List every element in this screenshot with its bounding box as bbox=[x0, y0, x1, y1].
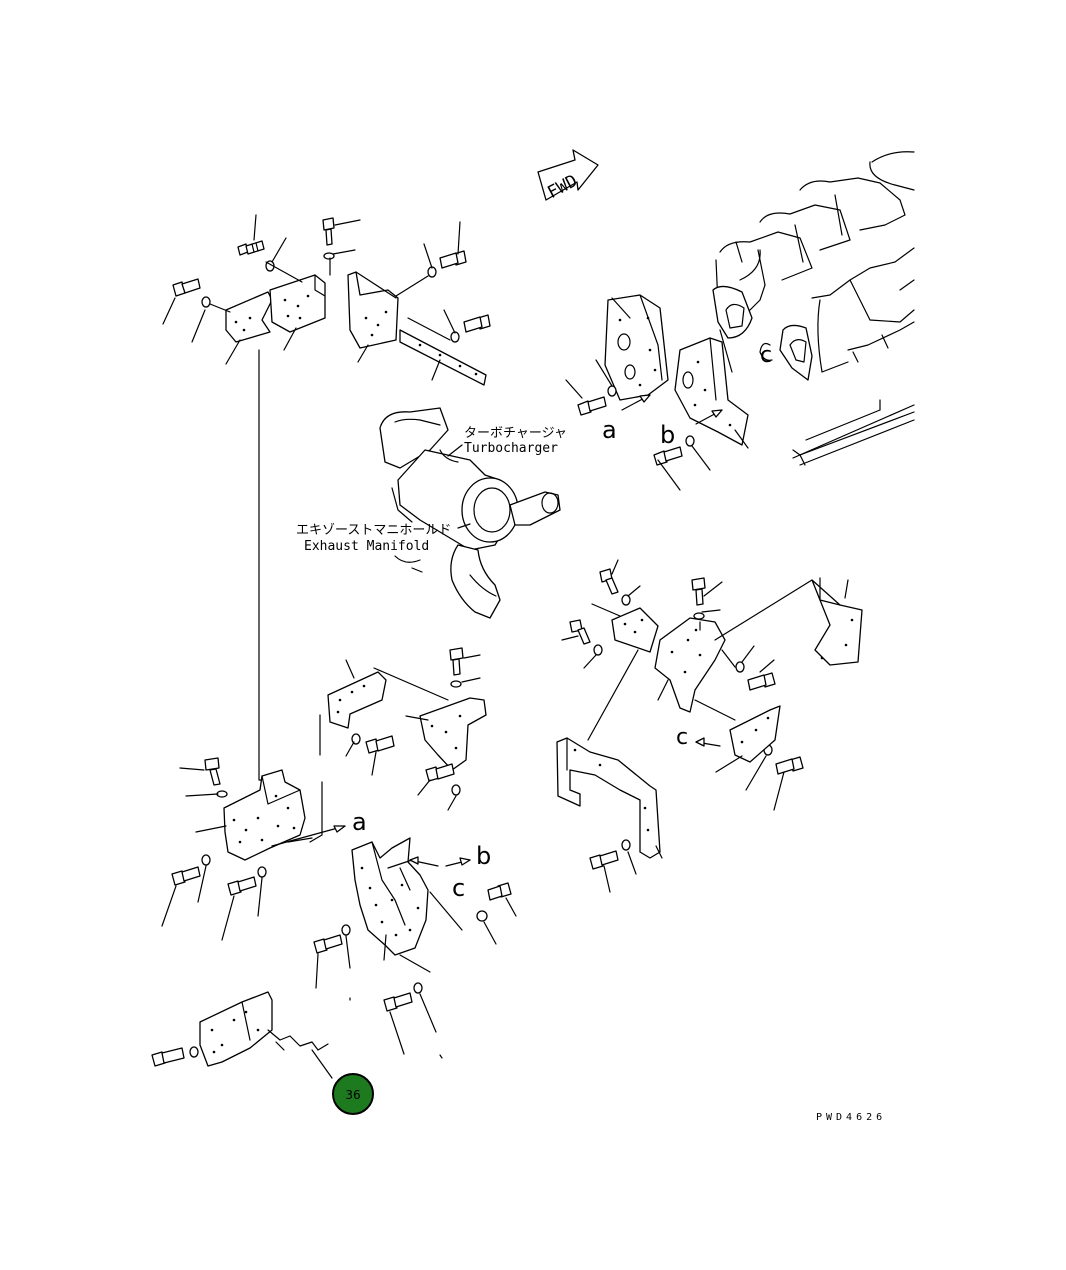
bolt bbox=[653, 446, 683, 466]
bolt bbox=[204, 757, 221, 786]
bolt bbox=[227, 876, 257, 896]
ref-label-b: b bbox=[660, 421, 675, 449]
bolt bbox=[172, 278, 201, 297]
bolt bbox=[151, 1047, 185, 1067]
center-bottom-bracket: b c bbox=[313, 837, 517, 1059]
bolt bbox=[425, 763, 455, 782]
ref-label-a: a bbox=[602, 416, 617, 444]
exhaust-manifold-label-en: Exhaust Manifold bbox=[304, 539, 429, 554]
bolt bbox=[365, 735, 395, 754]
bolt bbox=[747, 672, 776, 691]
bolt bbox=[599, 568, 619, 595]
bolt bbox=[313, 934, 343, 954]
ref-label-c-right: c bbox=[676, 725, 688, 750]
bottom-left-assembly bbox=[151, 991, 333, 1079]
drawing-number: PWD4626 bbox=[816, 1112, 886, 1123]
center-lower-brackets bbox=[319, 647, 487, 811]
callout-circle[interactable] bbox=[332, 1073, 374, 1115]
middle-right-brackets: a b c bbox=[565, 294, 772, 491]
top-bracket-assembly bbox=[162, 214, 491, 781]
turbocharger bbox=[379, 407, 561, 619]
bolt bbox=[439, 250, 467, 269]
bolt bbox=[171, 866, 201, 886]
turbocharger-label-en: Turbocharger bbox=[464, 441, 558, 456]
bolt bbox=[775, 756, 804, 775]
bolt bbox=[322, 217, 335, 246]
bolt bbox=[577, 396, 607, 416]
callout-marker-icon[interactable]: 36 bbox=[332, 1073, 374, 1115]
ref-label-b-lower: b bbox=[476, 842, 491, 870]
engine-block bbox=[712, 151, 915, 466]
callout-number: 36 bbox=[345, 1088, 360, 1102]
bolt bbox=[237, 240, 265, 256]
bolt bbox=[589, 850, 619, 870]
turbocharger-label-jp: ターボチャージャ bbox=[464, 426, 567, 441]
exhaust-manifold-label-jp: エキゾーストマニホールド bbox=[296, 523, 451, 538]
right-bracket-assembly: c bbox=[556, 559, 863, 893]
fwd-arrow-icon: FWD bbox=[537, 149, 599, 203]
bolt bbox=[383, 992, 413, 1012]
bolt bbox=[463, 314, 491, 333]
left-lower-assembly: a bbox=[161, 757, 367, 941]
ref-label-c-lower: c bbox=[452, 874, 465, 902]
ref-label-a-lower: a bbox=[352, 808, 367, 836]
ref-label-c: c bbox=[760, 343, 772, 368]
bolt bbox=[449, 647, 464, 676]
bolt bbox=[569, 619, 591, 645]
bolt bbox=[487, 882, 512, 901]
bolt bbox=[691, 577, 706, 606]
